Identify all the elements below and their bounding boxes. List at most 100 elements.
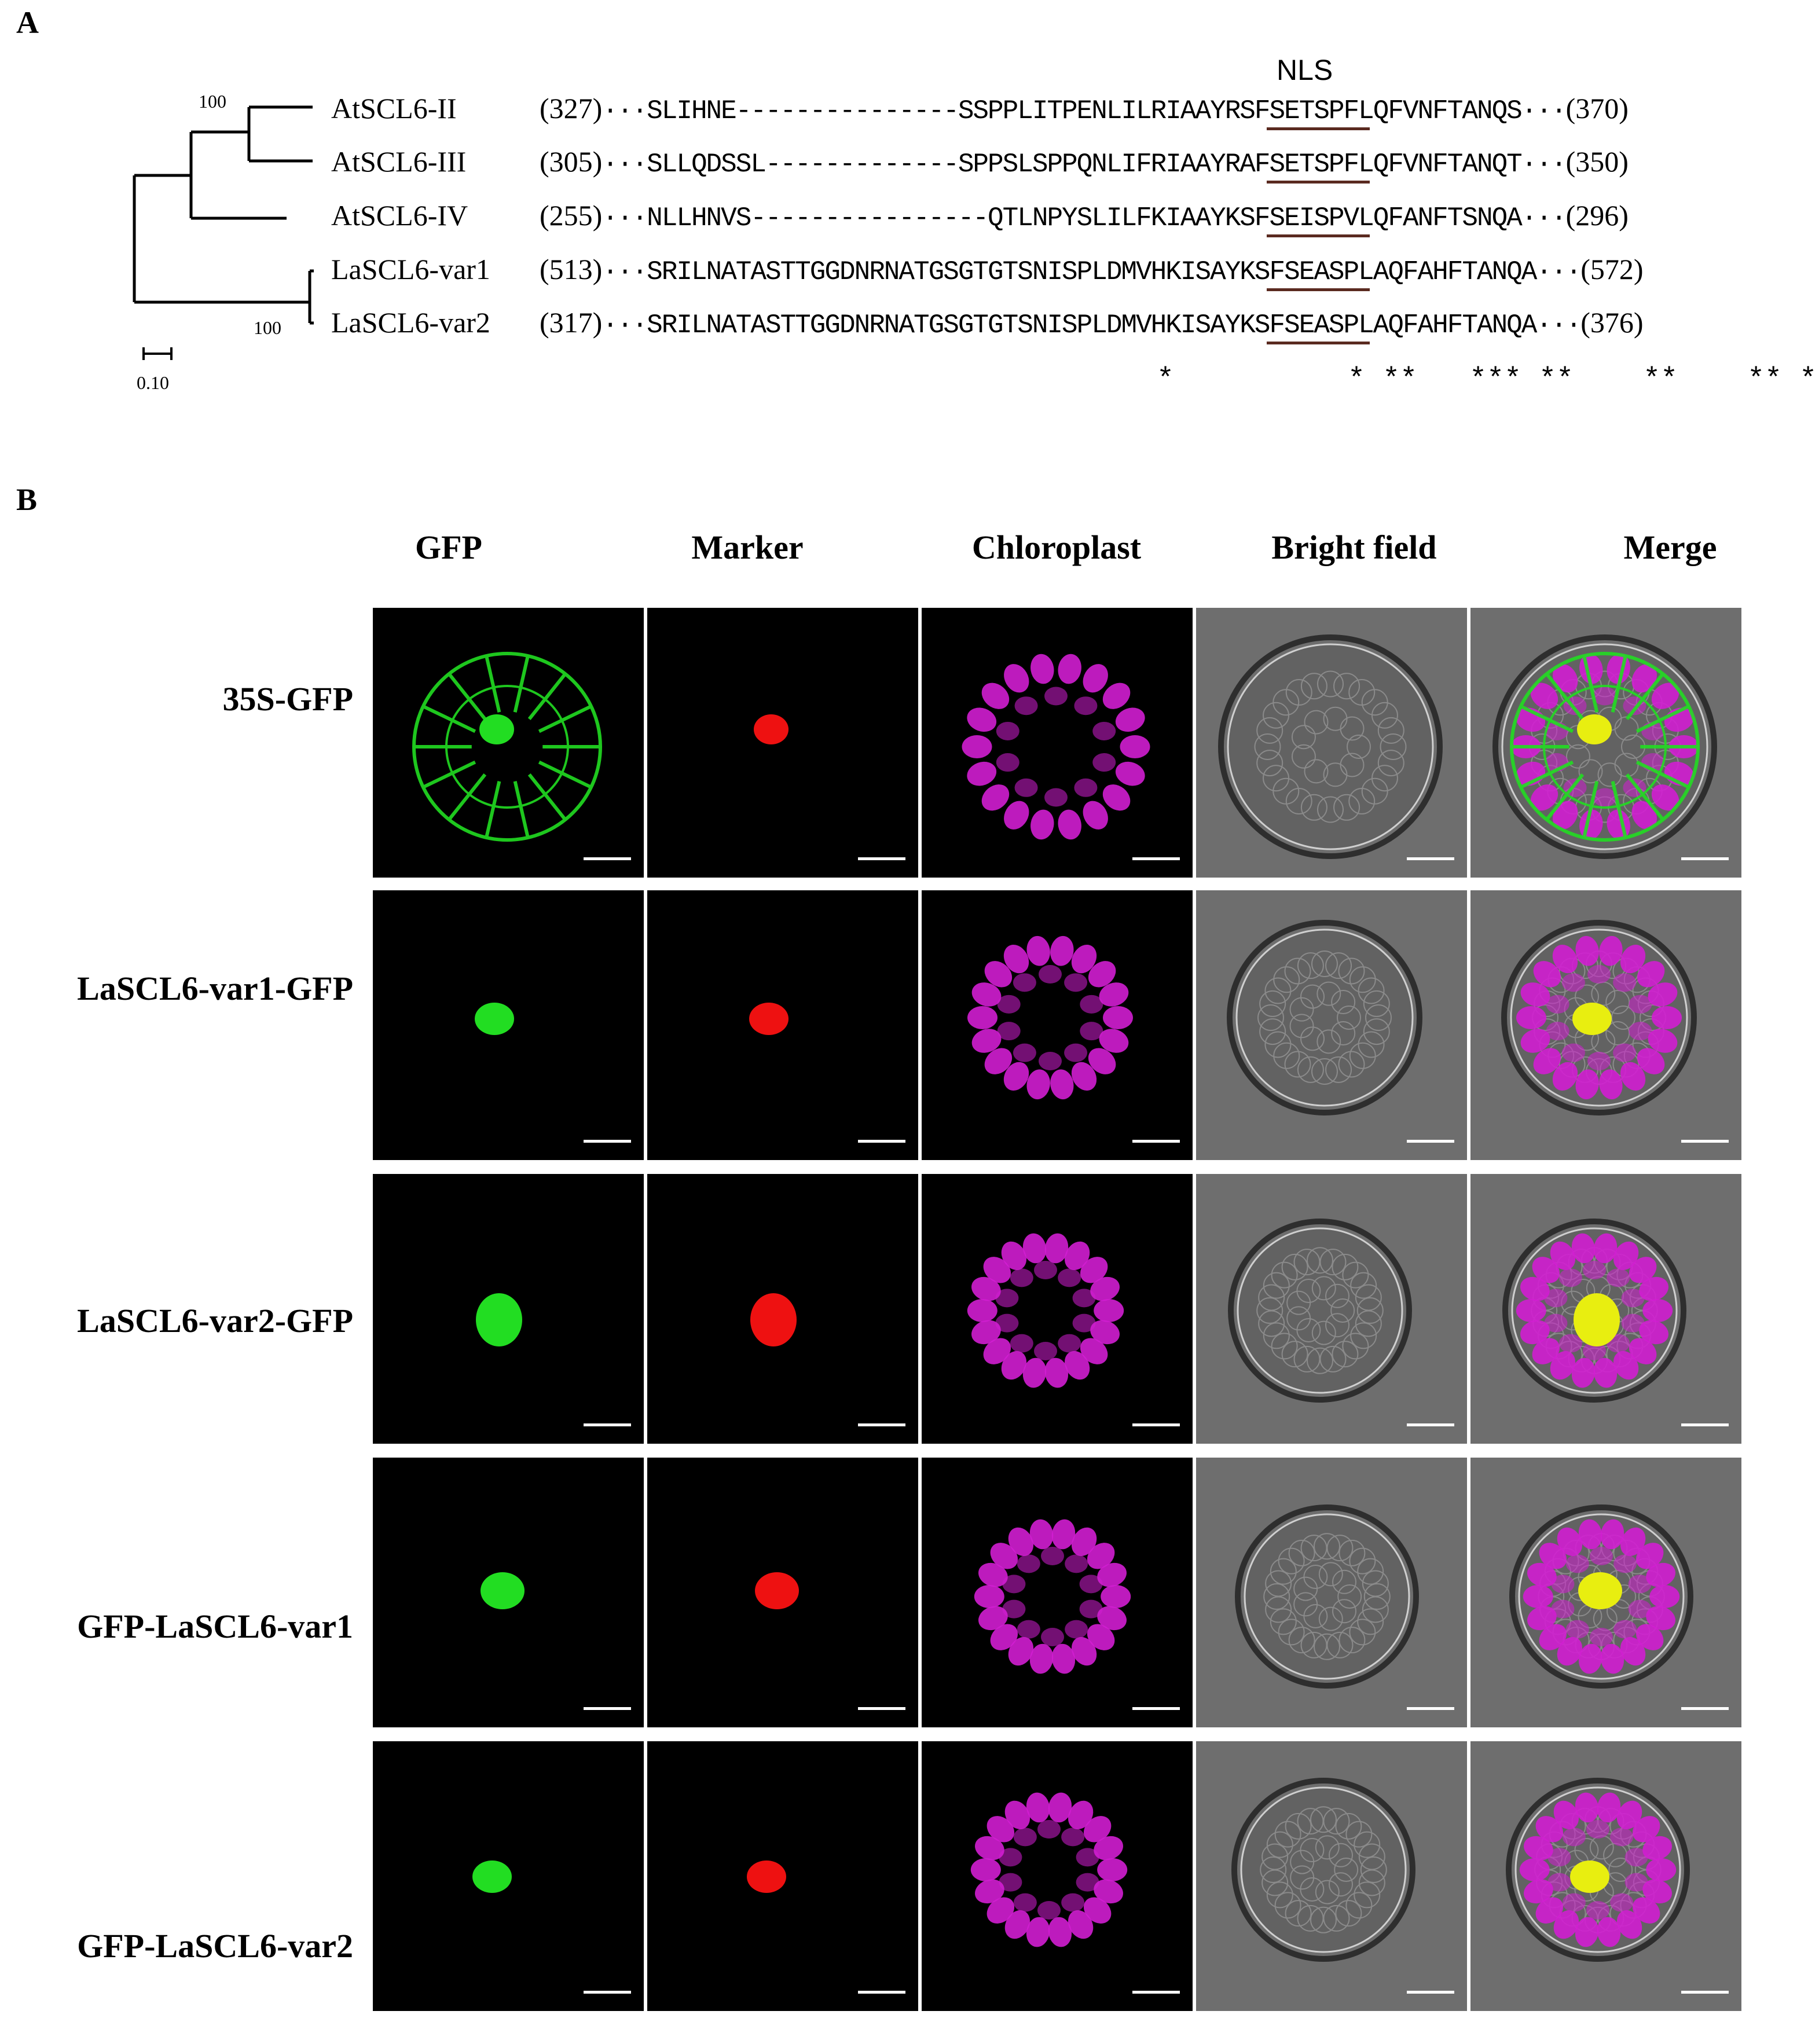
micrograph-chloroplast-row5 <box>922 1741 1193 2011</box>
chloroplast-ring <box>962 654 1150 840</box>
micrograph-bright-field-row1 <box>1196 608 1467 878</box>
image-scale-bar <box>1681 857 1729 860</box>
gfp-signal <box>472 1860 512 1893</box>
conservation-stars: * * ** *** ** ** ** ** <box>1157 364 1819 397</box>
alignment-end: (296) <box>1565 199 1629 232</box>
image-scale-bar <box>1132 1991 1180 1994</box>
nls-underline <box>1267 127 1370 130</box>
micrograph-chloroplast-row1 <box>922 608 1193 878</box>
alignment-sequence: ···SLIHNE---------------SSPPLITPENLILRIA… <box>602 96 1567 126</box>
cell-texture <box>1263 1533 1391 1660</box>
nls-underline <box>1267 234 1370 237</box>
nls-underline <box>1267 181 1370 184</box>
image-scale-bar <box>1407 1140 1454 1143</box>
gfp-cytoplasm <box>412 652 602 842</box>
micrograph-merge-row4 <box>1470 1458 1741 1727</box>
tree-scale-bar <box>142 347 173 360</box>
taxon-atscl6-iv: AtSCL6-IV <box>331 199 468 232</box>
micrograph-bright-field-row4 <box>1196 1458 1467 1727</box>
alignment-start: (327) <box>540 92 603 124</box>
image-scale-bar <box>1681 1991 1729 1994</box>
micrograph-chloroplast-row3 <box>922 1174 1193 1444</box>
marker-signal <box>747 1860 786 1893</box>
cell-outline <box>1218 634 1443 859</box>
cell-outline <box>1501 920 1697 1115</box>
image-scale-bar <box>858 857 905 860</box>
panel-b-label: B <box>16 482 38 517</box>
micrograph-marker-row3 <box>647 1174 918 1444</box>
image-scale-bar <box>1132 857 1180 860</box>
marker-signal <box>750 1293 797 1346</box>
micrograph-gfp-row2 <box>373 890 644 1160</box>
micrograph-marker-row2 <box>647 890 918 1160</box>
image-scale-bar <box>858 1707 905 1710</box>
chloroplast-ring <box>1523 1519 1680 1674</box>
nls-underline <box>1267 288 1370 291</box>
nls-label: NLS <box>1277 54 1333 86</box>
gfp-signal <box>476 1293 522 1346</box>
taxon-lascl6-var2: LaSCL6-var2 <box>331 306 490 339</box>
image-scale-bar <box>1681 1707 1729 1710</box>
micrograph-gfp-row5 <box>373 1741 644 2011</box>
micrograph-gfp-row4 <box>373 1458 644 1727</box>
cell-texture <box>1257 951 1392 1085</box>
micrograph-merge-row3 <box>1470 1174 1741 1444</box>
row-label-35s-gfp: 35S-GFP <box>222 680 353 718</box>
merge-signal <box>1574 1293 1620 1346</box>
image-scale-bar <box>858 1991 905 1994</box>
cell-outline <box>1231 1778 1415 1962</box>
merge-signal <box>1577 714 1612 744</box>
marker-signal <box>755 1572 799 1609</box>
panel-a-label: A <box>16 5 39 40</box>
row-label-lascl6-var2-gfp: LaSCL6-var2-GFP <box>77 1302 353 1340</box>
marker-signal <box>754 714 789 744</box>
taxon-lascl6-var1: LaSCL6-var1 <box>331 253 490 285</box>
bootstrap-value-at: 100 <box>199 91 226 112</box>
image-scale-bar <box>584 1707 631 1710</box>
cell-outline <box>1502 1219 1686 1403</box>
alignment-end: (376) <box>1580 306 1644 339</box>
cell-outline <box>1506 1778 1690 1962</box>
alignment-row: (255)···NLLHNVS----------------QTLNPYSLI… <box>540 199 1629 233</box>
image-scale-bar <box>858 1423 905 1426</box>
image-scale-bar <box>584 1991 631 1994</box>
image-scale-bar <box>1681 1423 1729 1426</box>
chloroplast-ring <box>1519 1792 1677 1947</box>
chloroplast-ring <box>967 1233 1124 1388</box>
cell-outline <box>1227 920 1422 1115</box>
alignment-start: (255) <box>540 199 603 232</box>
gfp-signal <box>479 714 514 744</box>
micrograph-chloroplast-row2 <box>922 890 1193 1160</box>
micrograph-gfp-row1 <box>373 608 644 878</box>
micrograph-gfp-row3 <box>373 1174 644 1444</box>
micrograph-marker-row5 <box>647 1741 918 2011</box>
alignment-end: (572) <box>1580 253 1644 285</box>
micrograph-merge-row2 <box>1470 890 1741 1160</box>
cell-outline <box>1509 1504 1693 1689</box>
phylogenetic-tree <box>133 105 314 325</box>
alignment-sequence: ···NLLHNVS----------------QTLNPYSLILFKIA… <box>602 203 1567 233</box>
gfp-cytoplasm <box>1510 652 1700 842</box>
merge-signal <box>1572 1003 1612 1035</box>
alignment-row: (317)···SRILNATASTTGGDNRNATGSGTGTSNISPLD… <box>540 306 1644 340</box>
cell-outline <box>1235 1504 1419 1689</box>
alignment-row: (305)···SLLQDSSL-------------SPPSLSPPQNL… <box>540 145 1629 179</box>
micrograph-chloroplast-row4 <box>922 1458 1193 1727</box>
cell-outline <box>1228 1219 1412 1403</box>
chloroplast-ring <box>974 1519 1131 1674</box>
column-header-bright-field: Bright field <box>1271 529 1437 566</box>
nls-underline <box>1267 342 1370 344</box>
cell-texture <box>1254 670 1407 823</box>
bootstrap-value-la: 100 <box>254 317 281 338</box>
cell-outline <box>1492 634 1717 859</box>
chloroplast-ring <box>970 1792 1128 1947</box>
image-scale-bar <box>1132 1707 1180 1710</box>
column-header-marker: Marker <box>691 529 804 566</box>
gfp-signal <box>475 1003 514 1035</box>
image-scale-bar <box>1681 1140 1729 1143</box>
merge-signal <box>1570 1860 1609 1893</box>
image-scale-bar <box>1407 1423 1454 1426</box>
row-label-gfp-lascl6-var1: GFP-LaSCL6-var1 <box>77 1608 353 1645</box>
micrograph-bright-field-row5 <box>1196 1741 1467 2011</box>
taxon-atscl6-iii: AtSCL6-III <box>331 145 467 178</box>
